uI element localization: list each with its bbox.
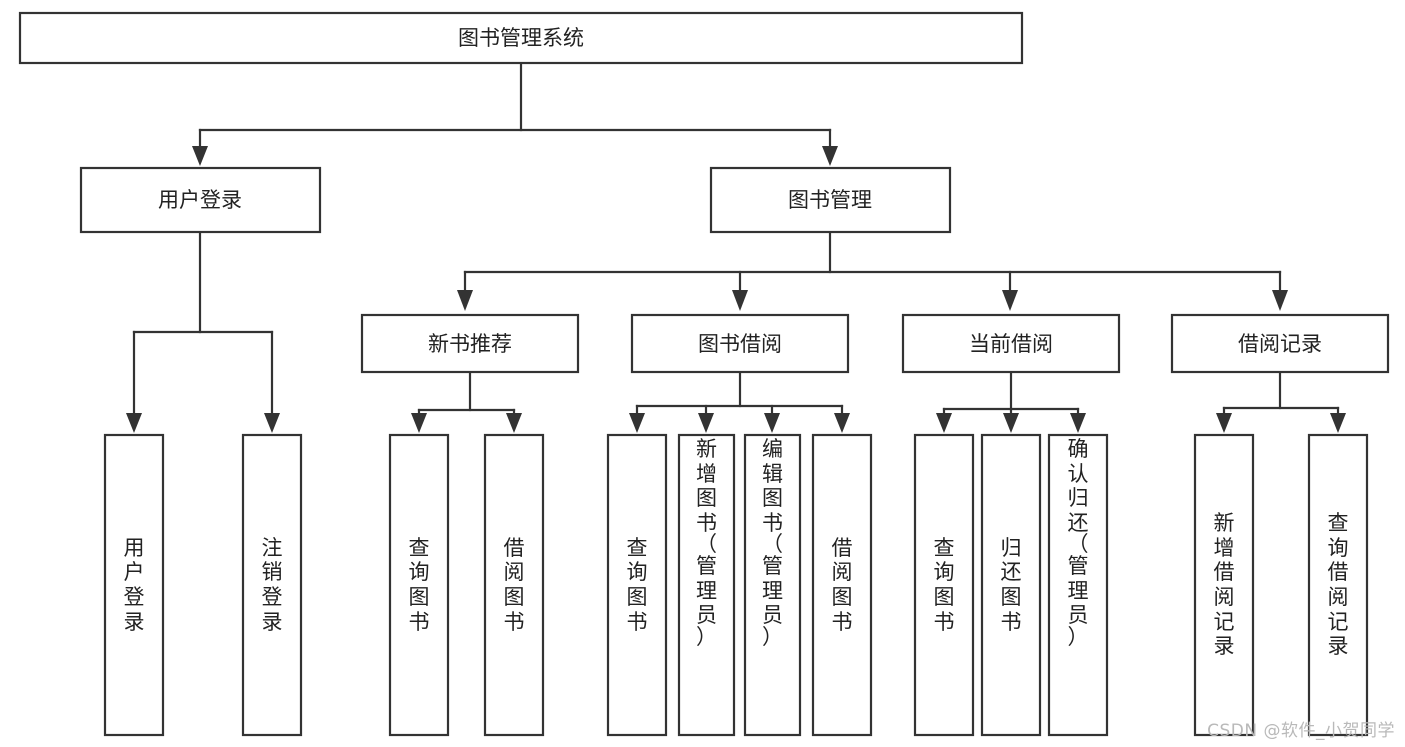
arrow-head-user-login bbox=[192, 146, 208, 166]
arrow-head-current-borrow bbox=[1002, 290, 1018, 311]
arrow-head-current-borrow-leaf-2 bbox=[1070, 413, 1086, 433]
connector-group-user-login bbox=[126, 230, 280, 433]
leaf-box-book-borrow-0[interactable] bbox=[606, 433, 668, 737]
node-user-login-label: 用户登录 bbox=[158, 188, 242, 212]
leaf-box-user-login-0[interactable] bbox=[103, 433, 165, 737]
node-book-borrow[interactable]: 图书借阅 bbox=[630, 313, 850, 374]
arrow-head-user-login-leaf-1 bbox=[264, 413, 280, 433]
connector-group-book-borrow bbox=[629, 370, 850, 433]
node-new-book-box[interactable] bbox=[360, 313, 580, 374]
node-borrow-record-box[interactable] bbox=[1170, 313, 1390, 374]
arrow-head-current-borrow-leaf-0 bbox=[936, 413, 952, 433]
arrow-head-current-borrow-leaf-1 bbox=[1003, 413, 1019, 433]
arrow-head-book-borrow-leaf-2 bbox=[764, 413, 780, 433]
leaf-boxes-current-borrow bbox=[913, 433, 1109, 737]
leaf-box-book-borrow-1[interactable] bbox=[677, 433, 736, 737]
connector-group-current-borrow bbox=[936, 370, 1086, 433]
node-borrow-record[interactable]: 借阅记录 bbox=[1170, 313, 1390, 374]
node-current-borrow[interactable]: 当前借阅 bbox=[901, 313, 1121, 374]
node-root[interactable]: 图书管理系统 bbox=[18, 11, 1024, 65]
leaf-boxes-new-book bbox=[388, 433, 545, 737]
arrow-head-new-book-leaf-0 bbox=[411, 413, 427, 433]
node-current-borrow-box[interactable] bbox=[901, 313, 1121, 374]
node-book-borrow-box[interactable] bbox=[630, 313, 850, 374]
leaf-boxes-book-borrow bbox=[606, 433, 873, 737]
arrow-head-book-borrow-leaf-1 bbox=[698, 413, 714, 433]
node-book-manage-label: 图书管理 bbox=[788, 188, 872, 212]
node-current-borrow-label: 当前借阅 bbox=[969, 332, 1053, 356]
leaf-box-new-book-1[interactable] bbox=[483, 433, 545, 737]
arrow-head-new-book bbox=[457, 290, 473, 311]
leaf-box-borrow-record-1[interactable] bbox=[1307, 433, 1369, 737]
connector-group-book-manage bbox=[457, 230, 1288, 311]
leaf-box-user-login-1[interactable] bbox=[241, 433, 303, 737]
node-book-manage-box[interactable] bbox=[709, 166, 952, 234]
arrow-head-book-borrow bbox=[732, 290, 748, 311]
arrow-head-user-login-leaf-0 bbox=[126, 413, 142, 433]
arrow-head-borrow-record-leaf-1 bbox=[1330, 413, 1346, 433]
node-root-label: 图书管理系统 bbox=[458, 26, 584, 50]
leaf-box-current-borrow-0[interactable] bbox=[913, 433, 975, 737]
leaf-boxes-borrow-record bbox=[1193, 433, 1369, 737]
node-user-login-box[interactable] bbox=[79, 166, 322, 234]
leaf-box-book-borrow-2[interactable] bbox=[743, 433, 802, 737]
leaf-box-borrow-record-0[interactable] bbox=[1193, 433, 1255, 737]
node-book-borrow-label: 图书借阅 bbox=[698, 332, 782, 356]
arrow-head-book-borrow-leaf-0 bbox=[629, 413, 645, 433]
leaf-box-book-borrow-3[interactable] bbox=[811, 433, 873, 737]
leaf-box-new-book-0[interactable] bbox=[388, 433, 450, 737]
leaf-box-current-borrow-2[interactable] bbox=[1047, 433, 1109, 737]
leaf-boxes-user-login bbox=[103, 433, 303, 737]
connector-group-borrow-record bbox=[1216, 370, 1346, 433]
node-new-book-label: 新书推荐 bbox=[428, 332, 512, 356]
leaf-box-current-borrow-1[interactable] bbox=[980, 433, 1042, 737]
arrow-head-new-book-leaf-1 bbox=[506, 413, 522, 433]
node-root-box[interactable] bbox=[18, 11, 1024, 65]
node-user-login[interactable]: 用户登录 bbox=[79, 166, 322, 234]
arrow-head-book-manage bbox=[822, 146, 838, 166]
connector-group-root bbox=[192, 61, 838, 166]
node-borrow-record-label: 借阅记录 bbox=[1238, 332, 1322, 356]
arrow-head-borrow-record-leaf-0 bbox=[1216, 413, 1232, 433]
arrow-head-borrow-record bbox=[1272, 290, 1288, 311]
node-book-manage[interactable]: 图书管理 bbox=[709, 166, 952, 234]
node-new-book[interactable]: 新书推荐 bbox=[360, 313, 580, 374]
arrow-head-book-borrow-leaf-3 bbox=[834, 413, 850, 433]
connector-group-new-book bbox=[411, 370, 522, 433]
